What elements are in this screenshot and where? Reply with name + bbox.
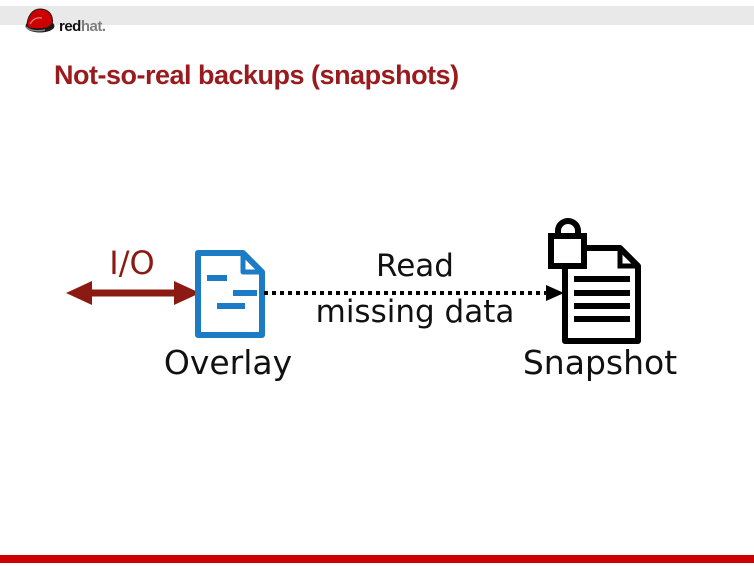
wordmark-hat: hat. <box>80 18 106 35</box>
overlay-label: Overlay <box>163 343 293 382</box>
redhat-wordmark: redhat. <box>59 18 106 35</box>
snapshot-label: Snapshot <box>522 343 678 382</box>
fedora-hat-icon <box>25 8 55 33</box>
read-label-line1: Read <box>376 248 454 284</box>
io-label: I/O <box>109 244 155 282</box>
read-dotted-arrow-icon <box>264 285 564 301</box>
footer-red-bar <box>0 555 754 563</box>
read-label-line2: missing data <box>315 294 515 330</box>
wordmark-red: red <box>59 18 81 35</box>
slide-title: Not-so-real backups (snapshots) <box>54 60 459 90</box>
io-double-arrow-icon <box>66 281 200 305</box>
header-strip <box>0 6 754 25</box>
overlay-document-icon <box>195 250 265 338</box>
snapshot-locked-document-icon <box>548 218 641 344</box>
redhat-logo: redhat. <box>24 5 106 37</box>
